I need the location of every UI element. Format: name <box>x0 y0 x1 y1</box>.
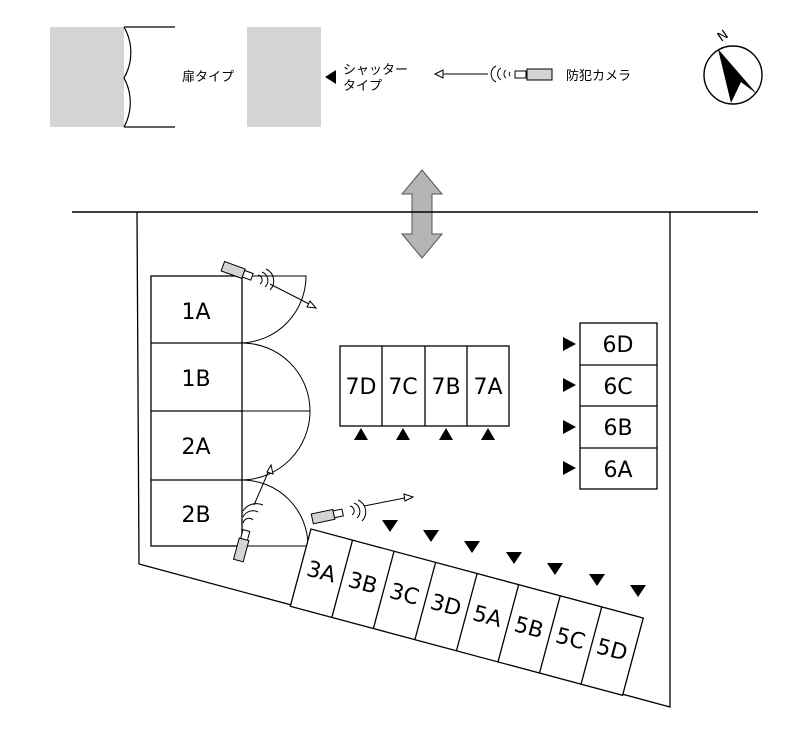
unit-row-bottom: 3A 3B 3C 3D 5A 5B 5C 5D <box>289 528 645 697</box>
compass: N <box>703 28 763 105</box>
camera-arrow-head <box>433 69 444 79</box>
door-unit-column: 1A 1B 2A 2B <box>150 275 311 547</box>
unit-label: 2B <box>181 503 210 528</box>
shutter-triangle-icon <box>382 520 398 532</box>
camera-direction-arrow <box>363 496 411 507</box>
door-swing-arc <box>241 342 311 412</box>
unit-label: 7A <box>473 375 502 400</box>
shutter-triangle-icon <box>354 428 368 440</box>
shutter-triangle-icon <box>423 530 439 542</box>
unit-row-6: 6D 6C 6B 6A <box>563 322 658 490</box>
camera-wave-icon <box>257 268 275 291</box>
shutter-type-box <box>247 27 321 127</box>
security-camera-2 <box>232 463 274 563</box>
unit-label: 7B <box>431 375 460 400</box>
door-swing-arc <box>241 275 307 344</box>
bottom-row-shutter-markers <box>382 520 646 597</box>
door-swing-arc <box>241 479 309 547</box>
shutter-triangle-icon <box>547 563 563 575</box>
unit-row-7: 7D 7C 7B 7A <box>339 345 510 440</box>
legend-shutter-type: シャッター タイプ <box>247 27 408 127</box>
unit-label: 1B <box>181 367 210 392</box>
entrance-arrow-icon <box>400 169 444 259</box>
camera-wave-icon <box>349 499 367 522</box>
unit-label: 1A <box>181 300 210 325</box>
shutter-triangle-icon <box>464 541 480 553</box>
door-swing-icon <box>123 26 132 128</box>
unit-label: 6B <box>603 416 632 441</box>
legend-shutter-label-1: シャッター <box>343 63 408 78</box>
camera-icon <box>310 508 336 525</box>
shutter-triangle-icon <box>630 585 646 597</box>
compass-north-label: N <box>715 28 732 46</box>
legend-camera: 防犯カメラ <box>433 65 631 84</box>
shutter-triangle-icon <box>563 461 576 475</box>
legend-camera-label: 防犯カメラ <box>566 68 631 84</box>
legend-door-type: 扉タイプ <box>50 26 234 128</box>
door-swing-arc <box>241 410 311 481</box>
camera-body-icon <box>526 68 553 81</box>
shutter-triangle-icon <box>481 428 495 440</box>
camera-lens-icon <box>332 508 344 519</box>
unit-label: 6D <box>603 333 634 358</box>
unit-label: 7C <box>388 375 417 400</box>
legend-shutter-label-2: タイプ <box>343 79 382 94</box>
camera-arrow-head <box>403 493 415 502</box>
camera-lens-icon <box>241 269 254 281</box>
camera-icon <box>514 70 527 79</box>
camera-arrow-head <box>306 300 318 309</box>
shutter-triangle-icon <box>439 428 453 440</box>
unit-label: 7D <box>346 375 377 400</box>
camera-direction-arrow <box>269 283 314 307</box>
unit-label: 2A <box>181 435 210 460</box>
compass-needle-icon <box>718 49 757 103</box>
shutter-triangle-icon <box>396 428 410 440</box>
security-camera-1 <box>220 260 318 309</box>
unit-label: 6A <box>603 458 632 483</box>
door-type-box <box>50 27 124 127</box>
shutter-triangle-icon <box>506 552 522 564</box>
shutter-triangle-icon <box>325 70 336 84</box>
legend: 扉タイプ シャッター タイプ 防犯カメラ N <box>50 26 763 128</box>
camera-arrow-head <box>266 463 274 475</box>
camera-wave-icon <box>490 65 511 83</box>
camera-wave-icon <box>242 503 264 524</box>
unit-label: 6C <box>603 375 632 400</box>
legend-door-label: 扉タイプ <box>182 69 234 85</box>
camera-lens-icon <box>240 529 251 541</box>
camera-direction-arrow <box>253 467 271 506</box>
shutter-triangle-icon <box>589 574 605 586</box>
shutter-triangle-icon <box>563 420 576 434</box>
security-camera-3 <box>310 493 415 525</box>
shutter-triangle-icon <box>563 378 576 392</box>
shutter-triangle-icon <box>563 337 576 351</box>
